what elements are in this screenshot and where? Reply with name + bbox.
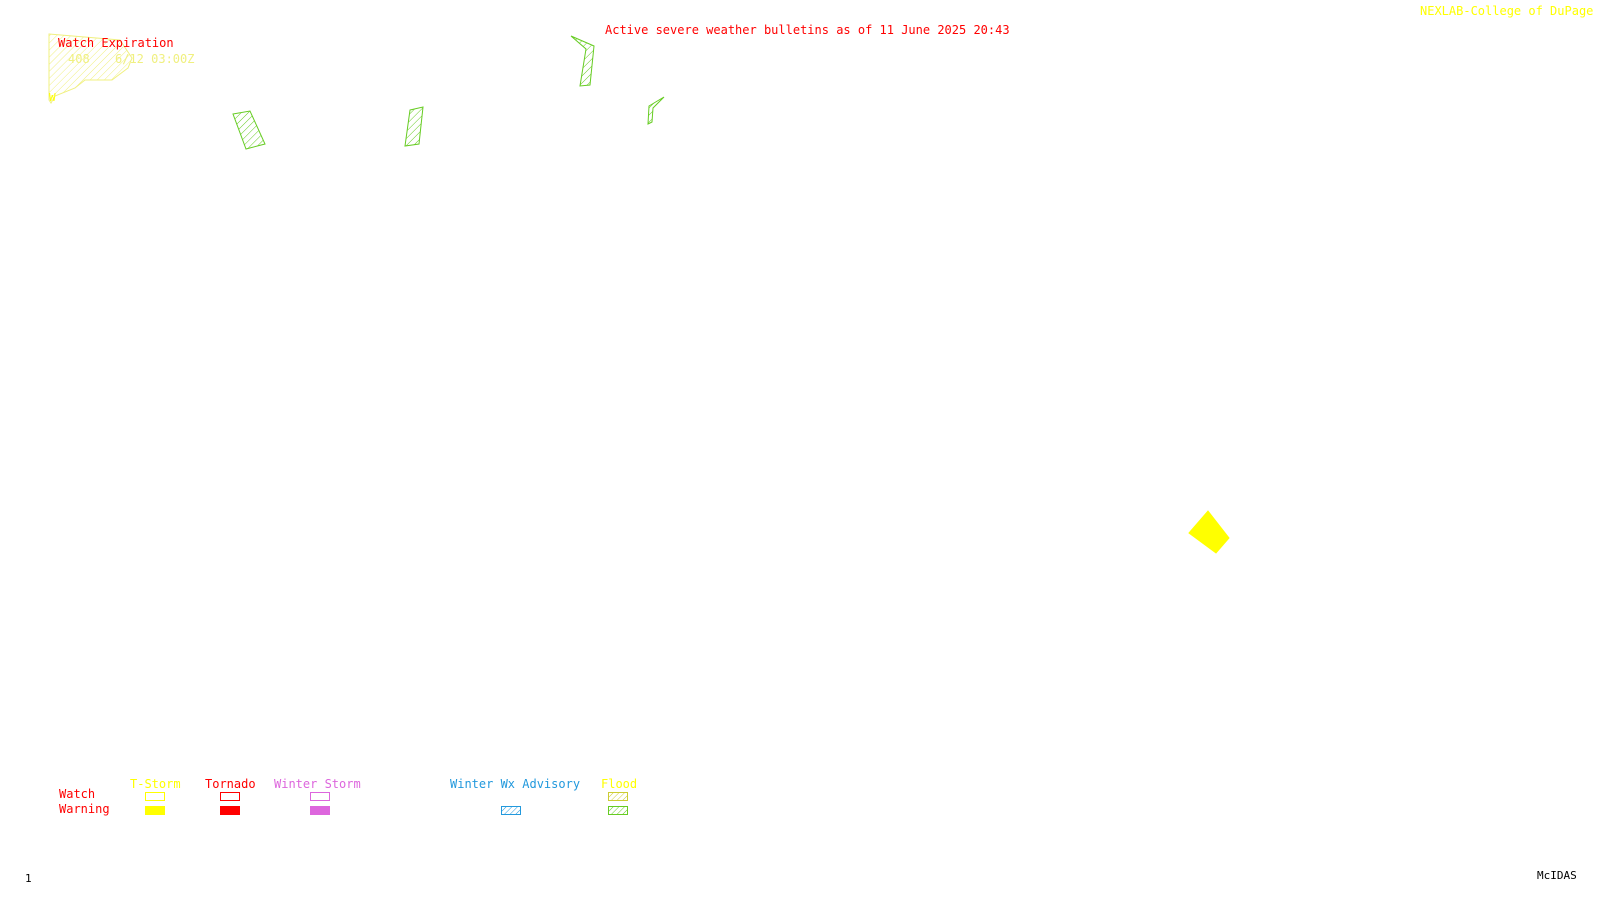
tornado-warning-swatch <box>220 806 240 815</box>
watch-id: 408 <box>68 52 90 66</box>
software-label: McIDAS <box>1537 869 1577 882</box>
flood-warning-polygon <box>647 96 665 125</box>
watch-expiry-time: 6/12 03:00Z <box>115 52 195 66</box>
flood-warning-swatch <box>608 806 628 815</box>
tstorm-watch-swatch <box>145 792 165 801</box>
legend-col-tstorm: T-Storm <box>130 777 181 791</box>
tornado-watch-swatch <box>220 792 240 801</box>
winter-storm-warning-swatch <box>310 806 330 815</box>
flood-watch-swatch <box>608 792 628 801</box>
watch-expiration-heading: Watch Expiration <box>58 36 174 50</box>
tstorm-warning-polygon <box>1188 510 1230 554</box>
legend-col-winter-storm: Winter Storm <box>274 777 361 791</box>
flood-watch-area <box>48 33 133 104</box>
flood-warning-polygon <box>232 110 266 150</box>
flood-warning-polygon <box>404 106 424 147</box>
legend-row-warning: Warning <box>59 802 110 816</box>
winter-storm-watch-swatch <box>310 792 330 801</box>
winter-advisory-swatch <box>501 806 521 815</box>
bulletin-title: Active severe weather bulletins as of 11… <box>605 23 1010 37</box>
frame-number: 1 <box>25 872 32 885</box>
legend-col-flood: Flood <box>601 777 638 791</box>
legend-col-winter-advisory: Winter Wx Advisory <box>450 777 581 791</box>
flood-warning-polygon <box>570 35 595 87</box>
tstorm-warning-swatch <box>145 806 165 815</box>
credit-label: NEXLAB-College of DuPage R <box>1420 4 1600 18</box>
legend-col-tornado: Tornado <box>205 777 256 791</box>
watch-marker: W <box>49 91 56 104</box>
legend-row-watch: Watch <box>59 787 96 801</box>
